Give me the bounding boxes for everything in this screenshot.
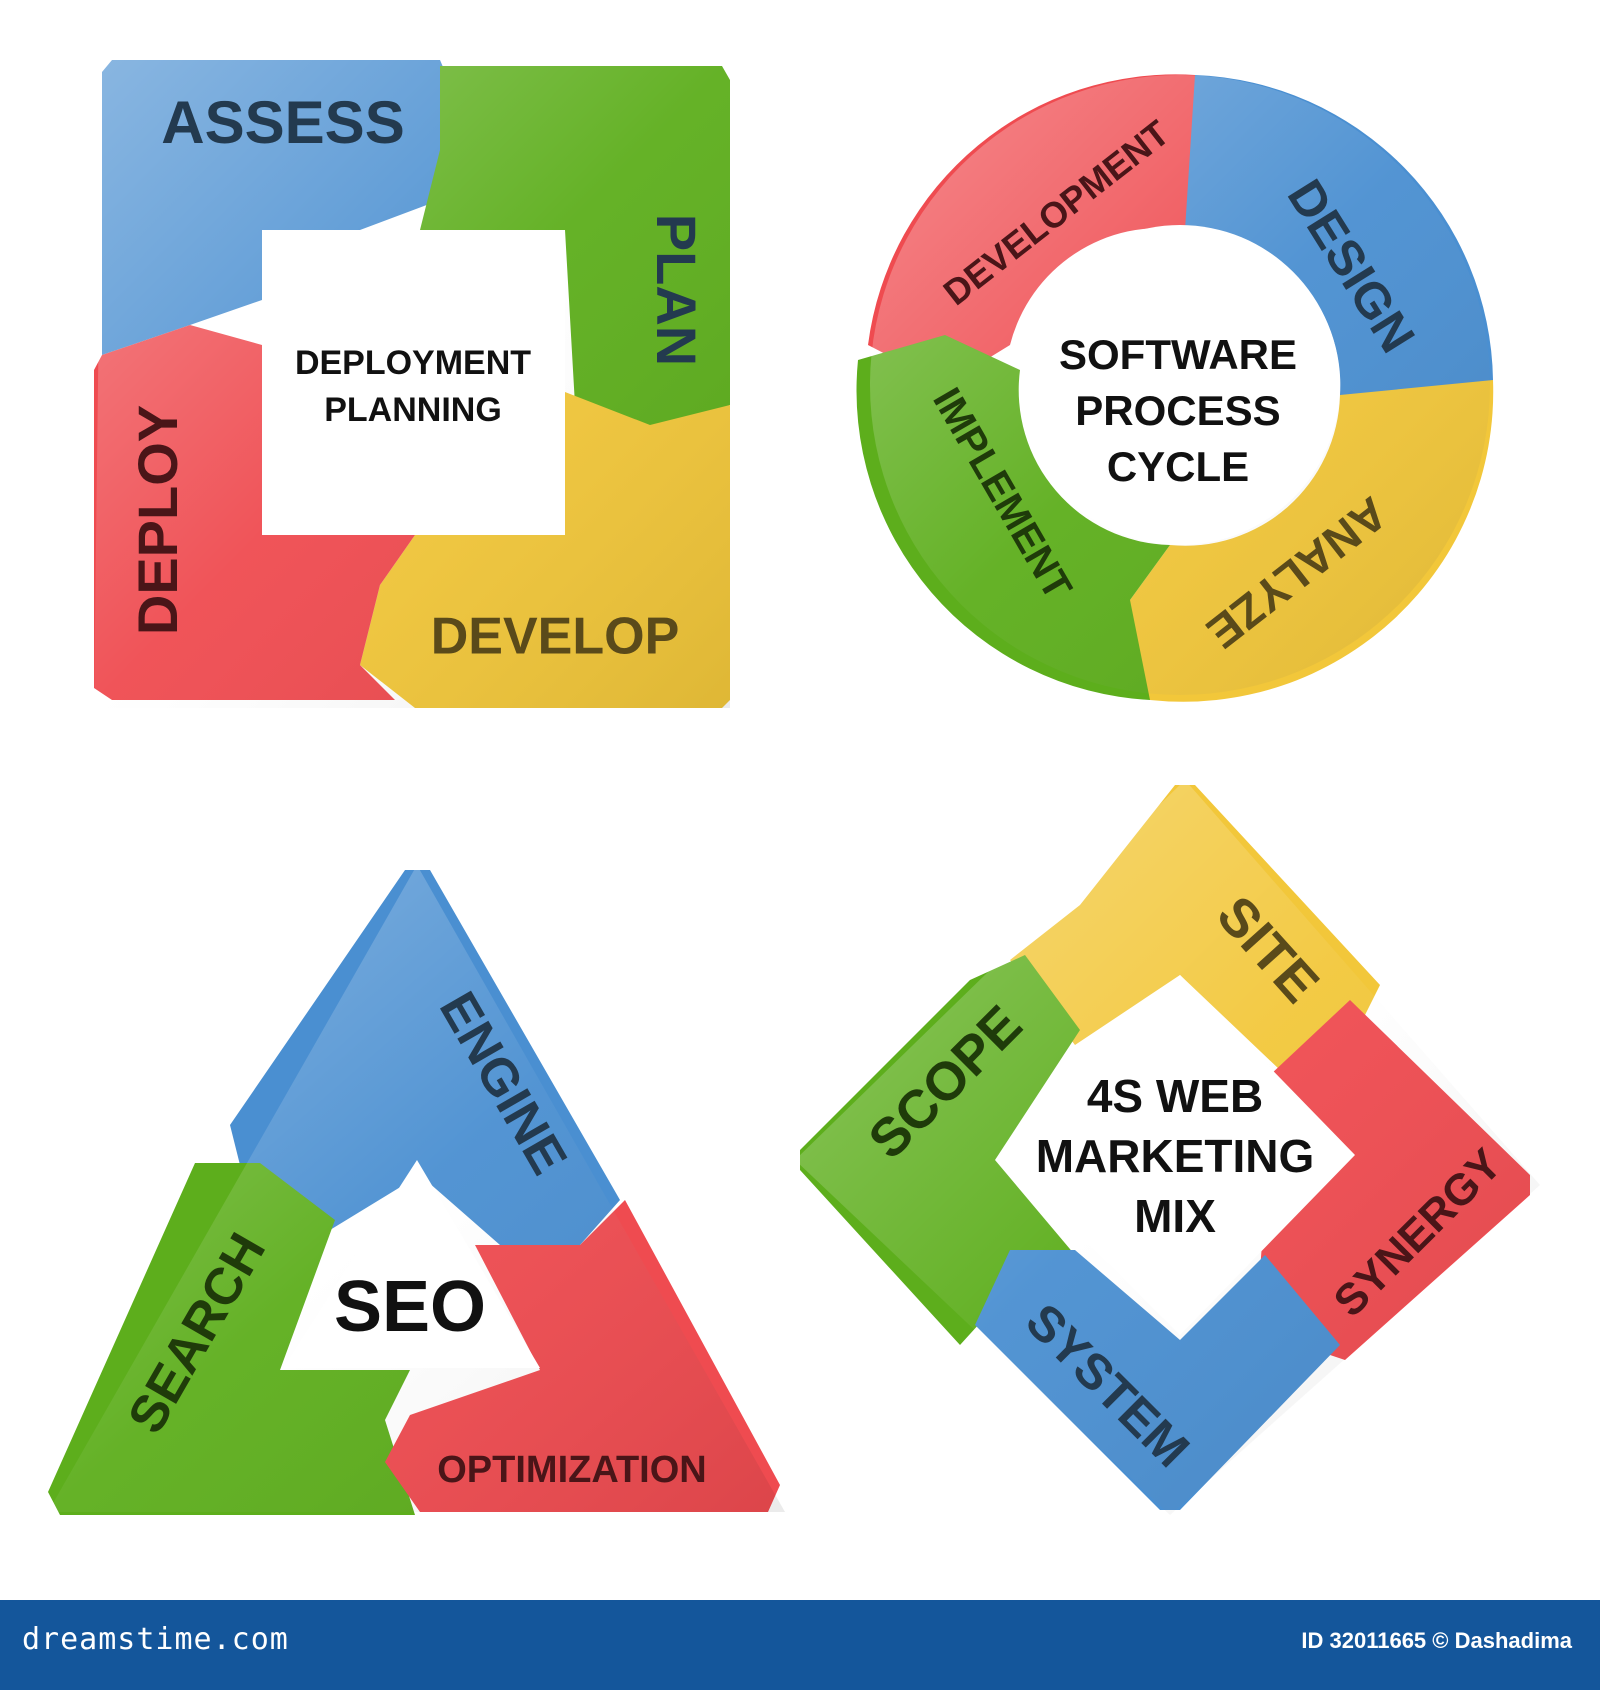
center-triangle — [283, 1160, 540, 1368]
center-line-1: SOFTWARE — [1059, 331, 1297, 378]
center-line-3: MIX — [1134, 1190, 1216, 1242]
deployment-planning-diagram: DEPLOYMENT PLANNING ASSESS PLAN DEVELOP … — [94, 60, 730, 708]
watermark-footer: dreamstime.com ID 32011665 © Dashadima — [0, 1600, 1600, 1690]
center-line-3: CYCLE — [1107, 443, 1249, 490]
web-marketing-mix-diagram: 4S WEB MARKETING MIX SITE SCOPE SYNERGY … — [795, 780, 1540, 1515]
center-line-2: MARKETING — [1036, 1130, 1315, 1182]
center-line-1: DEPLOYMENT — [295, 344, 531, 382]
center-label: SEO — [334, 1267, 486, 1347]
software-process-cycle-diagram: SOFTWARE PROCESS CYCLE DEVELOPMENT DESIG… — [856, 74, 1494, 702]
center-line-1: 4S WEB — [1087, 1070, 1263, 1122]
deploy-label: DEPLOY — [126, 405, 189, 635]
gloss-overlay — [94, 60, 730, 708]
footer-site: dreamstime.com — [22, 1622, 289, 1657]
optimization-label: OPTIMIZATION — [437, 1449, 707, 1491]
center-line-2: PROCESS — [1075, 387, 1280, 434]
center-line-2: PLANNING — [324, 391, 502, 429]
center-circle — [1020, 225, 1340, 545]
assess-label: ASSESS — [161, 89, 404, 156]
center-box — [262, 230, 565, 535]
plan-label: PLAN — [645, 214, 708, 366]
footer-id: ID 32011665 © Dashadima — [1301, 1628, 1572, 1653]
diagram-canvas: DEPLOYMENT PLANNING ASSESS PLAN DEVELOP … — [48, 60, 1540, 1515]
center-diamond — [1000, 975, 1355, 1335]
seo-diagram: SEO ENGINE SEARCH OPTIMIZATION — [48, 865, 785, 1515]
develop-label: DEVELOP — [431, 608, 680, 666]
